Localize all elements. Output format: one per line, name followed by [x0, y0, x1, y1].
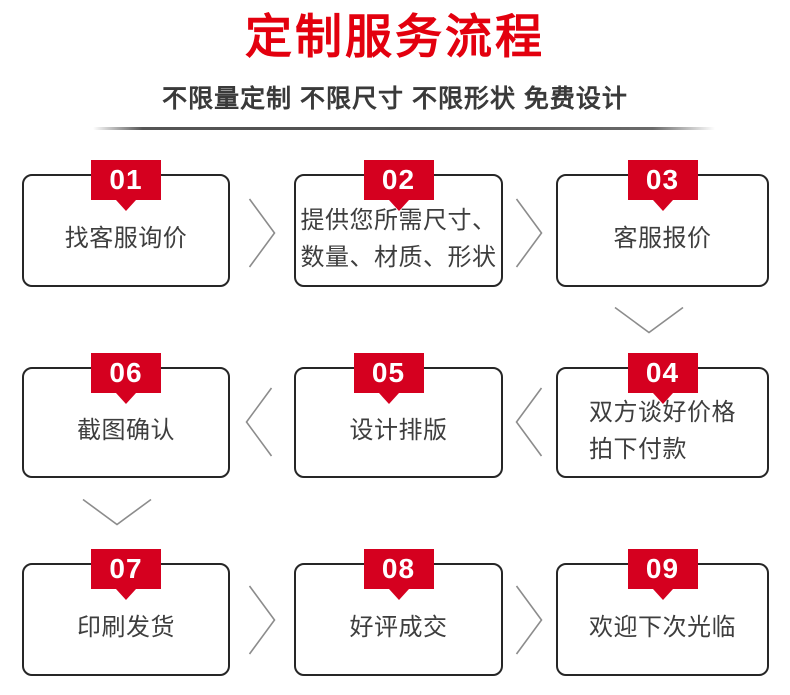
step-text: 双方谈好价格 拍下付款 [589, 398, 736, 463]
step-content: 好评成交 [296, 565, 501, 674]
chevron-left-icon [245, 387, 273, 457]
step-number: 07 [109, 553, 143, 584]
chevron-right-icon [515, 198, 543, 268]
flow-step-08: 08 好评成交 [294, 549, 503, 676]
step-badge: 03 [627, 160, 698, 200]
step-number: 04 [645, 357, 680, 388]
flow-step-09: 09 欢迎下次光临 [556, 549, 769, 676]
step-number: 06 [109, 357, 143, 388]
step-number: 05 [371, 357, 406, 388]
step-number: 01 [109, 164, 143, 195]
flow-step-06: 06 截图确认 [22, 353, 230, 478]
step-content: 提供您所需尺寸、 数量、材质、形状 [296, 176, 501, 285]
step-content: 找客服询价 [24, 176, 228, 285]
flow-step-01: 01 找客服询价 [22, 160, 230, 287]
flow-step-04: 04 双方谈好价格 拍下付款 [556, 353, 769, 478]
flow-step-02: 02 提供您所需尺寸、 数量、材质、形状 [294, 160, 503, 287]
chevron-right-icon [248, 585, 276, 655]
step-badge: 01 [91, 160, 161, 200]
step-content: 印刷发货 [24, 565, 228, 674]
step-content: 设计排版 [296, 369, 501, 476]
chevron-right-icon [248, 198, 276, 268]
step-badge: 09 [627, 549, 698, 589]
flow-step-05: 05 设计排版 [294, 353, 503, 478]
step-badge: 05 [353, 353, 424, 393]
step-text: 欢迎下次光临 [589, 614, 736, 641]
step-number: 08 [381, 553, 416, 584]
step-text: 客服报价 [613, 225, 712, 252]
step-content: 客服报价 [558, 176, 767, 285]
chevron-down-icon [614, 306, 684, 334]
step-text: 设计排版 [349, 417, 448, 444]
step-number: 02 [381, 164, 416, 195]
chevron-left-icon [515, 387, 543, 457]
chevron-right-icon [515, 585, 543, 655]
step-number: 03 [645, 164, 680, 195]
step-text: 截图确认 [77, 417, 175, 444]
flow-step-07: 07 印刷发货 [22, 549, 230, 676]
step-badge: 08 [363, 549, 434, 589]
step-badge: 02 [363, 160, 434, 200]
step-text: 找客服询价 [64, 225, 188, 252]
divider-line [93, 127, 715, 130]
step-content: 欢迎下次光临 [558, 565, 767, 674]
chevron-down-icon [82, 498, 152, 526]
flow-step-03: 03 客服报价 [556, 160, 769, 287]
step-number: 09 [645, 553, 680, 584]
page-subtitle: 不限量定制 不限尺寸 不限形状 免费设计 [162, 85, 628, 113]
step-badge: 07 [91, 549, 161, 589]
step-text: 印刷发货 [77, 614, 175, 641]
step-content: 截图确认 [24, 369, 228, 476]
step-badge: 04 [627, 353, 698, 393]
step-text: 提供您所需尺寸、 数量、材质、形状 [300, 206, 497, 271]
page-title: 定制服务流程 [245, 10, 545, 63]
step-text: 好评成交 [349, 614, 448, 641]
step-badge: 06 [91, 353, 161, 393]
